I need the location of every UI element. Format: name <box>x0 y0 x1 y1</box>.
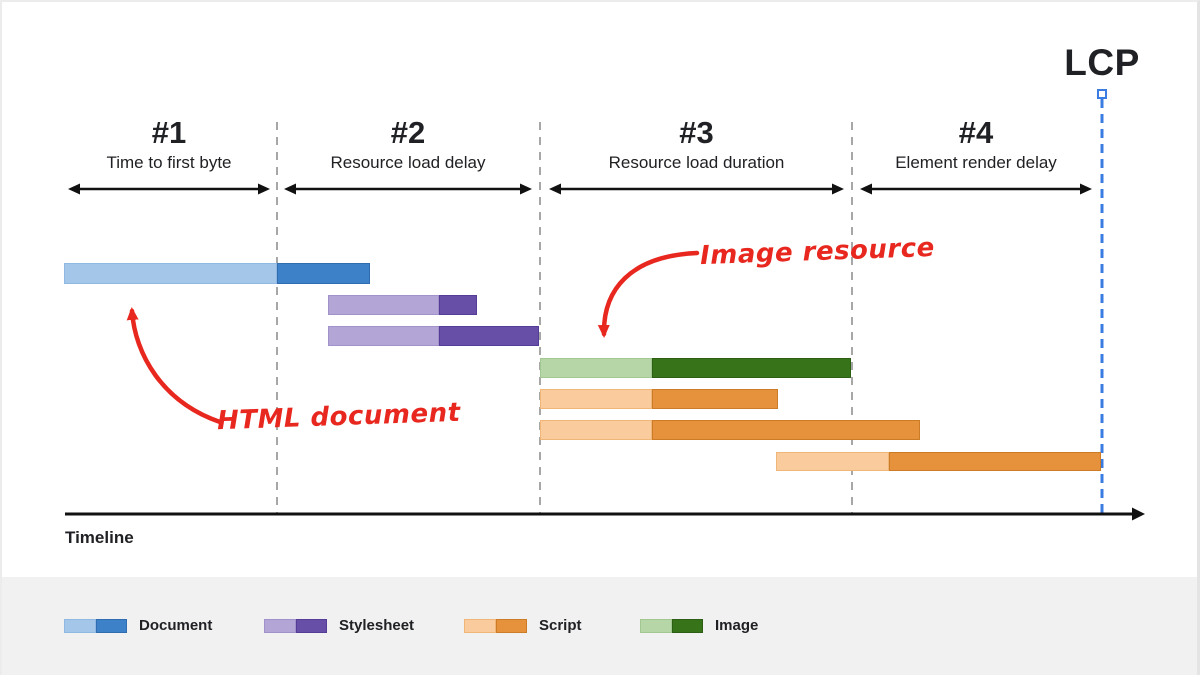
document-swatch-dark <box>95 619 127 633</box>
phase-number: #2 <box>390 115 426 150</box>
script-bar-dark-segment <box>652 420 920 440</box>
image-bar-light-segment <box>540 358 652 378</box>
phase-label: Time to first byte <box>106 153 232 172</box>
script-swatch-light <box>464 619 496 633</box>
legend-label: Image <box>715 617 759 634</box>
phase-arrowhead-left <box>860 183 872 195</box>
legend-item-stylesheet: Stylesheet <box>264 618 414 634</box>
image-swatch <box>640 619 703 633</box>
phase-arrowhead-left <box>68 183 80 195</box>
legend-item-script: Script <box>464 618 582 634</box>
timeline-label: Timeline <box>65 528 134 547</box>
script-bar-light-segment <box>540 420 652 440</box>
script-bar-light-segment <box>540 389 652 409</box>
script-swatch-dark <box>495 619 527 633</box>
legend-label: Stylesheet <box>339 617 415 634</box>
phase-number: #4 <box>958 115 994 150</box>
phase-arrowhead-right <box>1080 183 1092 195</box>
phase-number: #1 <box>151 115 187 150</box>
lcp-marker <box>1097 89 1107 99</box>
phase-label: Resource load duration <box>608 153 785 172</box>
document-bar-light-segment <box>64 263 277 284</box>
stylesheet-swatch-dark <box>295 619 327 633</box>
legend-item-image: Image <box>640 618 758 634</box>
image-resource-annotation: Image resource <box>699 232 936 272</box>
lcp-label: LCP <box>1064 42 1140 83</box>
html-document-arrow <box>126 307 223 425</box>
script-bar-dark-segment <box>889 452 1101 471</box>
phase-arrowhead-left <box>284 183 296 195</box>
image-bar-dark-segment <box>652 358 851 378</box>
document-swatch-light <box>64 619 96 633</box>
script-swatch <box>464 619 527 633</box>
stylesheet-swatch <box>264 619 327 633</box>
legend-footer <box>2 577 1197 675</box>
document-bar-dark-segment <box>277 263 370 284</box>
stylesheet-bar-light-segment <box>328 295 439 315</box>
script-bar-light-segment <box>776 452 889 471</box>
image-swatch-dark <box>671 619 703 633</box>
phase-label: Resource load delay <box>330 153 486 172</box>
script-bar-dark-segment <box>652 389 778 409</box>
phase-arrowhead-right <box>832 183 844 195</box>
stylesheet-bar-light-segment <box>328 326 439 346</box>
phase-arrowhead-right <box>258 183 270 195</box>
stylesheet-bar-dark-segment <box>439 295 477 315</box>
timeline-axis-arrowhead <box>1132 507 1145 521</box>
phase-arrowhead-right <box>520 183 532 195</box>
html-document-annotation: HTML document <box>216 397 461 437</box>
legend-label: Document <box>139 617 213 634</box>
phase-label: Element render delay <box>895 153 1057 172</box>
image-resource-arrow <box>597 250 700 338</box>
document-swatch <box>64 619 127 633</box>
stylesheet-bar-dark-segment <box>439 326 539 346</box>
stylesheet-swatch-light <box>264 619 296 633</box>
legend-label: Script <box>539 617 582 634</box>
phase-arrowhead-left <box>549 183 561 195</box>
image-swatch-light <box>640 619 672 633</box>
phase-number: #3 <box>679 115 714 150</box>
legend-item-document: Document <box>64 618 212 634</box>
